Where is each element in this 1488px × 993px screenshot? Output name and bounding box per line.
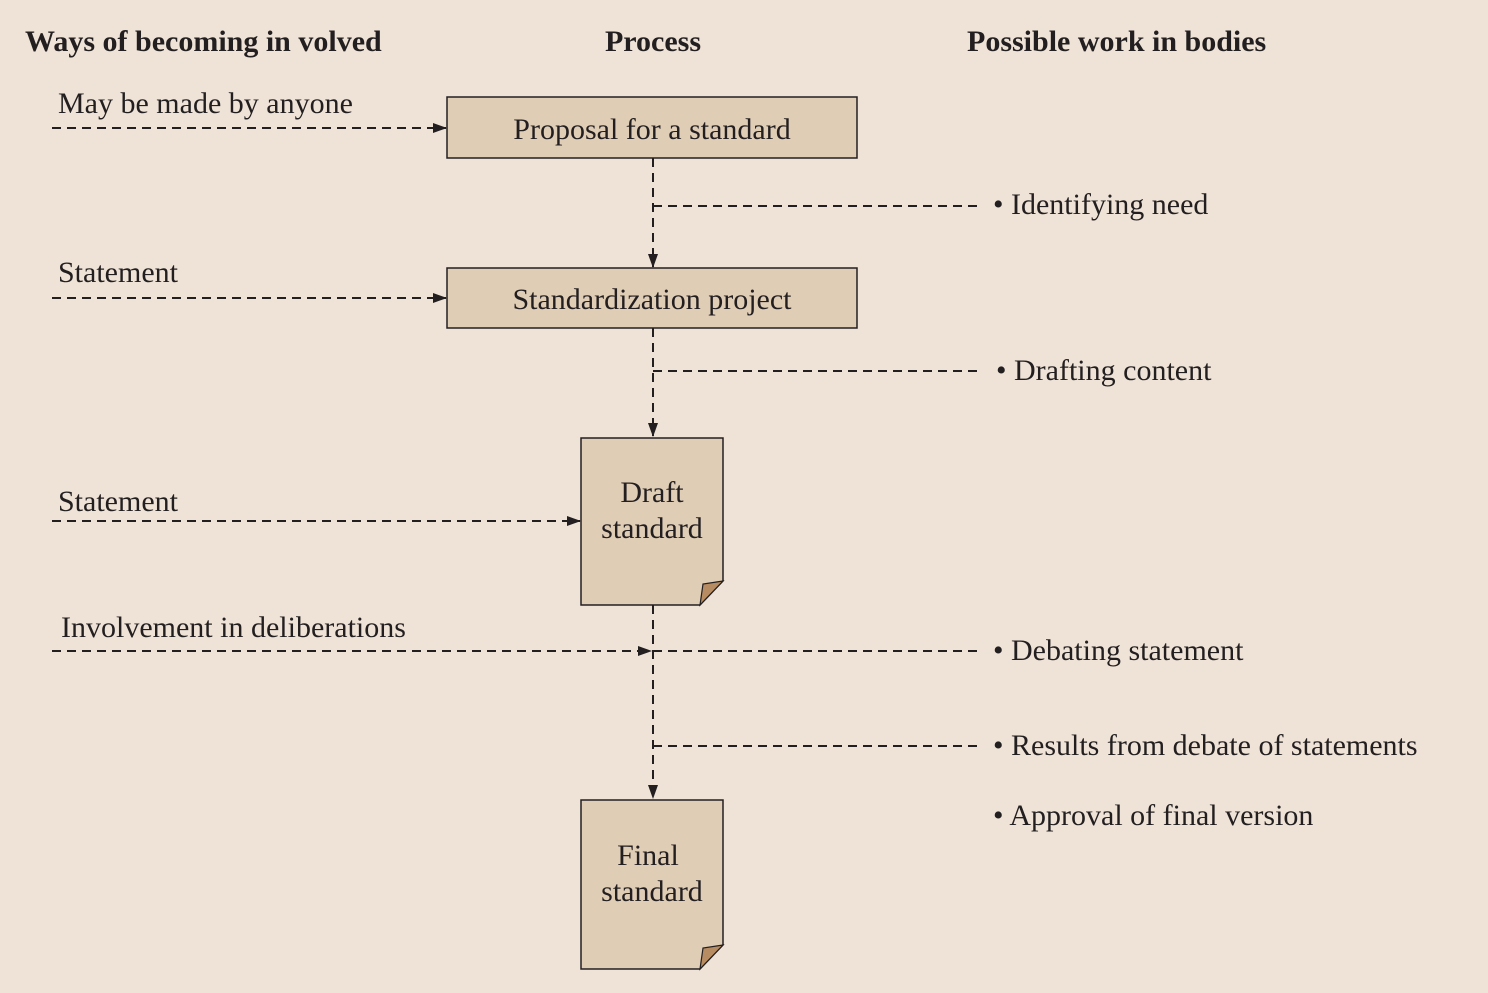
page-fold-icon — [699, 944, 725, 971]
work-approval-final-version: • Approval of final version — [993, 799, 1313, 832]
header-ways: Ways of becoming in volved — [25, 25, 382, 58]
node-final-label-line1: Final — [617, 839, 679, 872]
node-standardization-project: Standardization project — [446, 267, 858, 329]
node-project-label: Standardization project — [512, 283, 792, 316]
label-involvement-in-deliberations: Involvement in deliberations — [61, 611, 406, 644]
node-draft-label-line1: Draft — [620, 476, 684, 509]
header-work: Possible work in bodies — [967, 25, 1266, 58]
work-drafting-content: • Drafting content — [996, 354, 1212, 387]
work-debating-statement: • Debating statement — [993, 634, 1244, 667]
label-may-be-made-by-anyone: May be made by anyone — [58, 87, 353, 120]
node-draft-label-line2: standard — [601, 512, 703, 545]
work-results-from-debate: • Results from debate of statements — [993, 729, 1418, 762]
header-process: Process — [605, 25, 701, 58]
node-final-label-line2: standard — [601, 875, 703, 908]
label-statement-draft: Statement — [58, 485, 179, 518]
work-identifying-need: • Identifying need — [993, 188, 1208, 221]
node-draft-standard: Draft standard — [580, 437, 725, 607]
node-proposal: Proposal for a standard — [446, 96, 858, 159]
label-statement-project: Statement — [58, 256, 179, 289]
page-fold-icon — [699, 580, 725, 607]
node-proposal-label: Proposal for a standard — [513, 113, 790, 146]
node-final-standard: Final standard — [580, 799, 725, 971]
